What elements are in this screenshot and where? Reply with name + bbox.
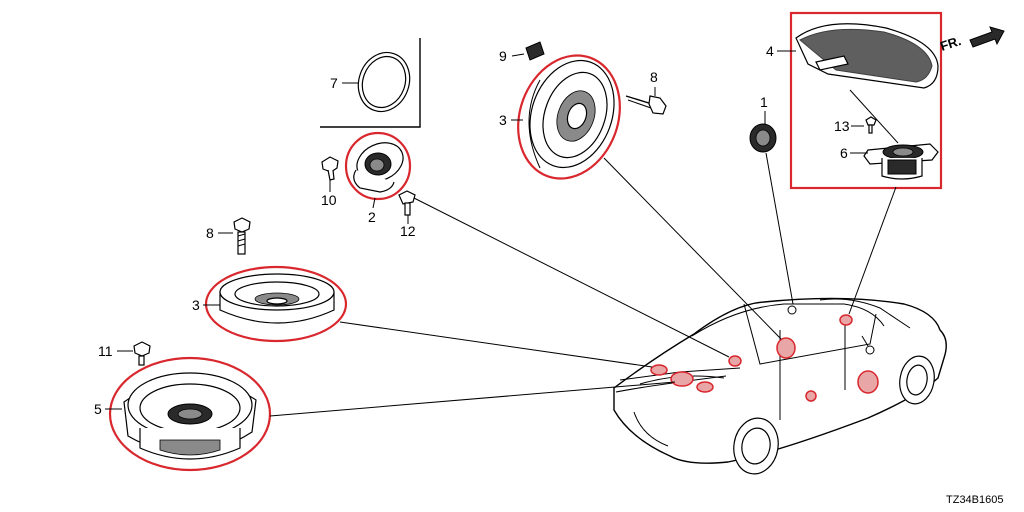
callout-3-left-label: 3 [192, 297, 200, 313]
speaker-locations [650, 305, 879, 402]
callout-12-label: 12 [400, 223, 416, 239]
callout-5: 5 [94, 401, 122, 417]
location-front-grommet [865, 345, 875, 355]
callout-4: 4 [766, 43, 796, 59]
callout-9: 9 [499, 48, 525, 64]
part-2-tweeter [344, 131, 412, 201]
callout-11-label: 11 [98, 343, 113, 359]
diagram-code: TZ34B1605 [946, 494, 1003, 506]
callout-9-label: 9 [499, 48, 507, 64]
part-7-ring [320, 38, 421, 128]
callout-5-label: 5 [94, 401, 102, 417]
callout-1: 1 [760, 94, 768, 124]
callout-3-top-label: 3 [499, 112, 507, 128]
front-direction-label: FR. [938, 33, 963, 54]
part-3-door-woofer [517, 54, 621, 180]
part-13-screw [865, 116, 877, 126]
part-10-clip [321, 156, 339, 181]
location-tweeter-rear [728, 355, 742, 367]
callout-6-label: 6 [840, 145, 848, 161]
callout-8-left-label: 8 [206, 225, 214, 241]
location-door-woofer-front [857, 370, 879, 394]
callout-8-left: 8 [206, 225, 233, 241]
location-center-tweeter [839, 314, 853, 326]
callout-13-label: 13 [834, 118, 850, 134]
callout-3-top: 3 [499, 112, 523, 128]
part-11-screw [133, 341, 151, 366]
location-subwoofer [670, 371, 694, 387]
part-1-grommet [749, 123, 777, 153]
callout-8-top-label: 8 [650, 69, 658, 85]
front-arrow-icon [969, 26, 1005, 48]
location-door-woofer-rear [776, 337, 796, 359]
callout-6: 6 [840, 145, 868, 161]
leader-lines [269, 152, 897, 417]
part-8-bolt-top [625, 95, 667, 115]
part-9-foam [525, 41, 545, 61]
callout-4-label: 4 [766, 43, 774, 59]
callout-8-top: 8 [650, 69, 658, 96]
callout-13: 13 [834, 118, 864, 134]
part-6-tweeter [863, 143, 939, 180]
part-3-rear-woofer [204, 265, 348, 343]
callout-12: 12 [400, 215, 416, 239]
callout-2-label: 2 [368, 209, 376, 225]
part-8-bolt-left [233, 217, 251, 255]
location-front-tweeter [805, 390, 817, 402]
callout-1-label: 1 [760, 94, 768, 110]
callout-7-label: 7 [330, 75, 338, 91]
part-5-subwoofer [108, 356, 272, 472]
callout-10-label: 10 [321, 192, 337, 208]
location-rear-shelf-right [696, 381, 714, 393]
location-rear-shelf-left [650, 364, 668, 376]
callout-7: 7 [330, 75, 358, 91]
part-12-screw [398, 190, 416, 216]
callout-3-left: 3 [192, 297, 220, 313]
callout-11: 11 [98, 343, 133, 359]
location-grommet [787, 305, 797, 315]
vehicle-outline [613, 297, 947, 475]
part-group-box [789, 11, 943, 190]
callout-10: 10 [321, 180, 337, 208]
callout-2: 2 [368, 197, 376, 225]
front-direction-indicator: FR. [938, 26, 1005, 54]
